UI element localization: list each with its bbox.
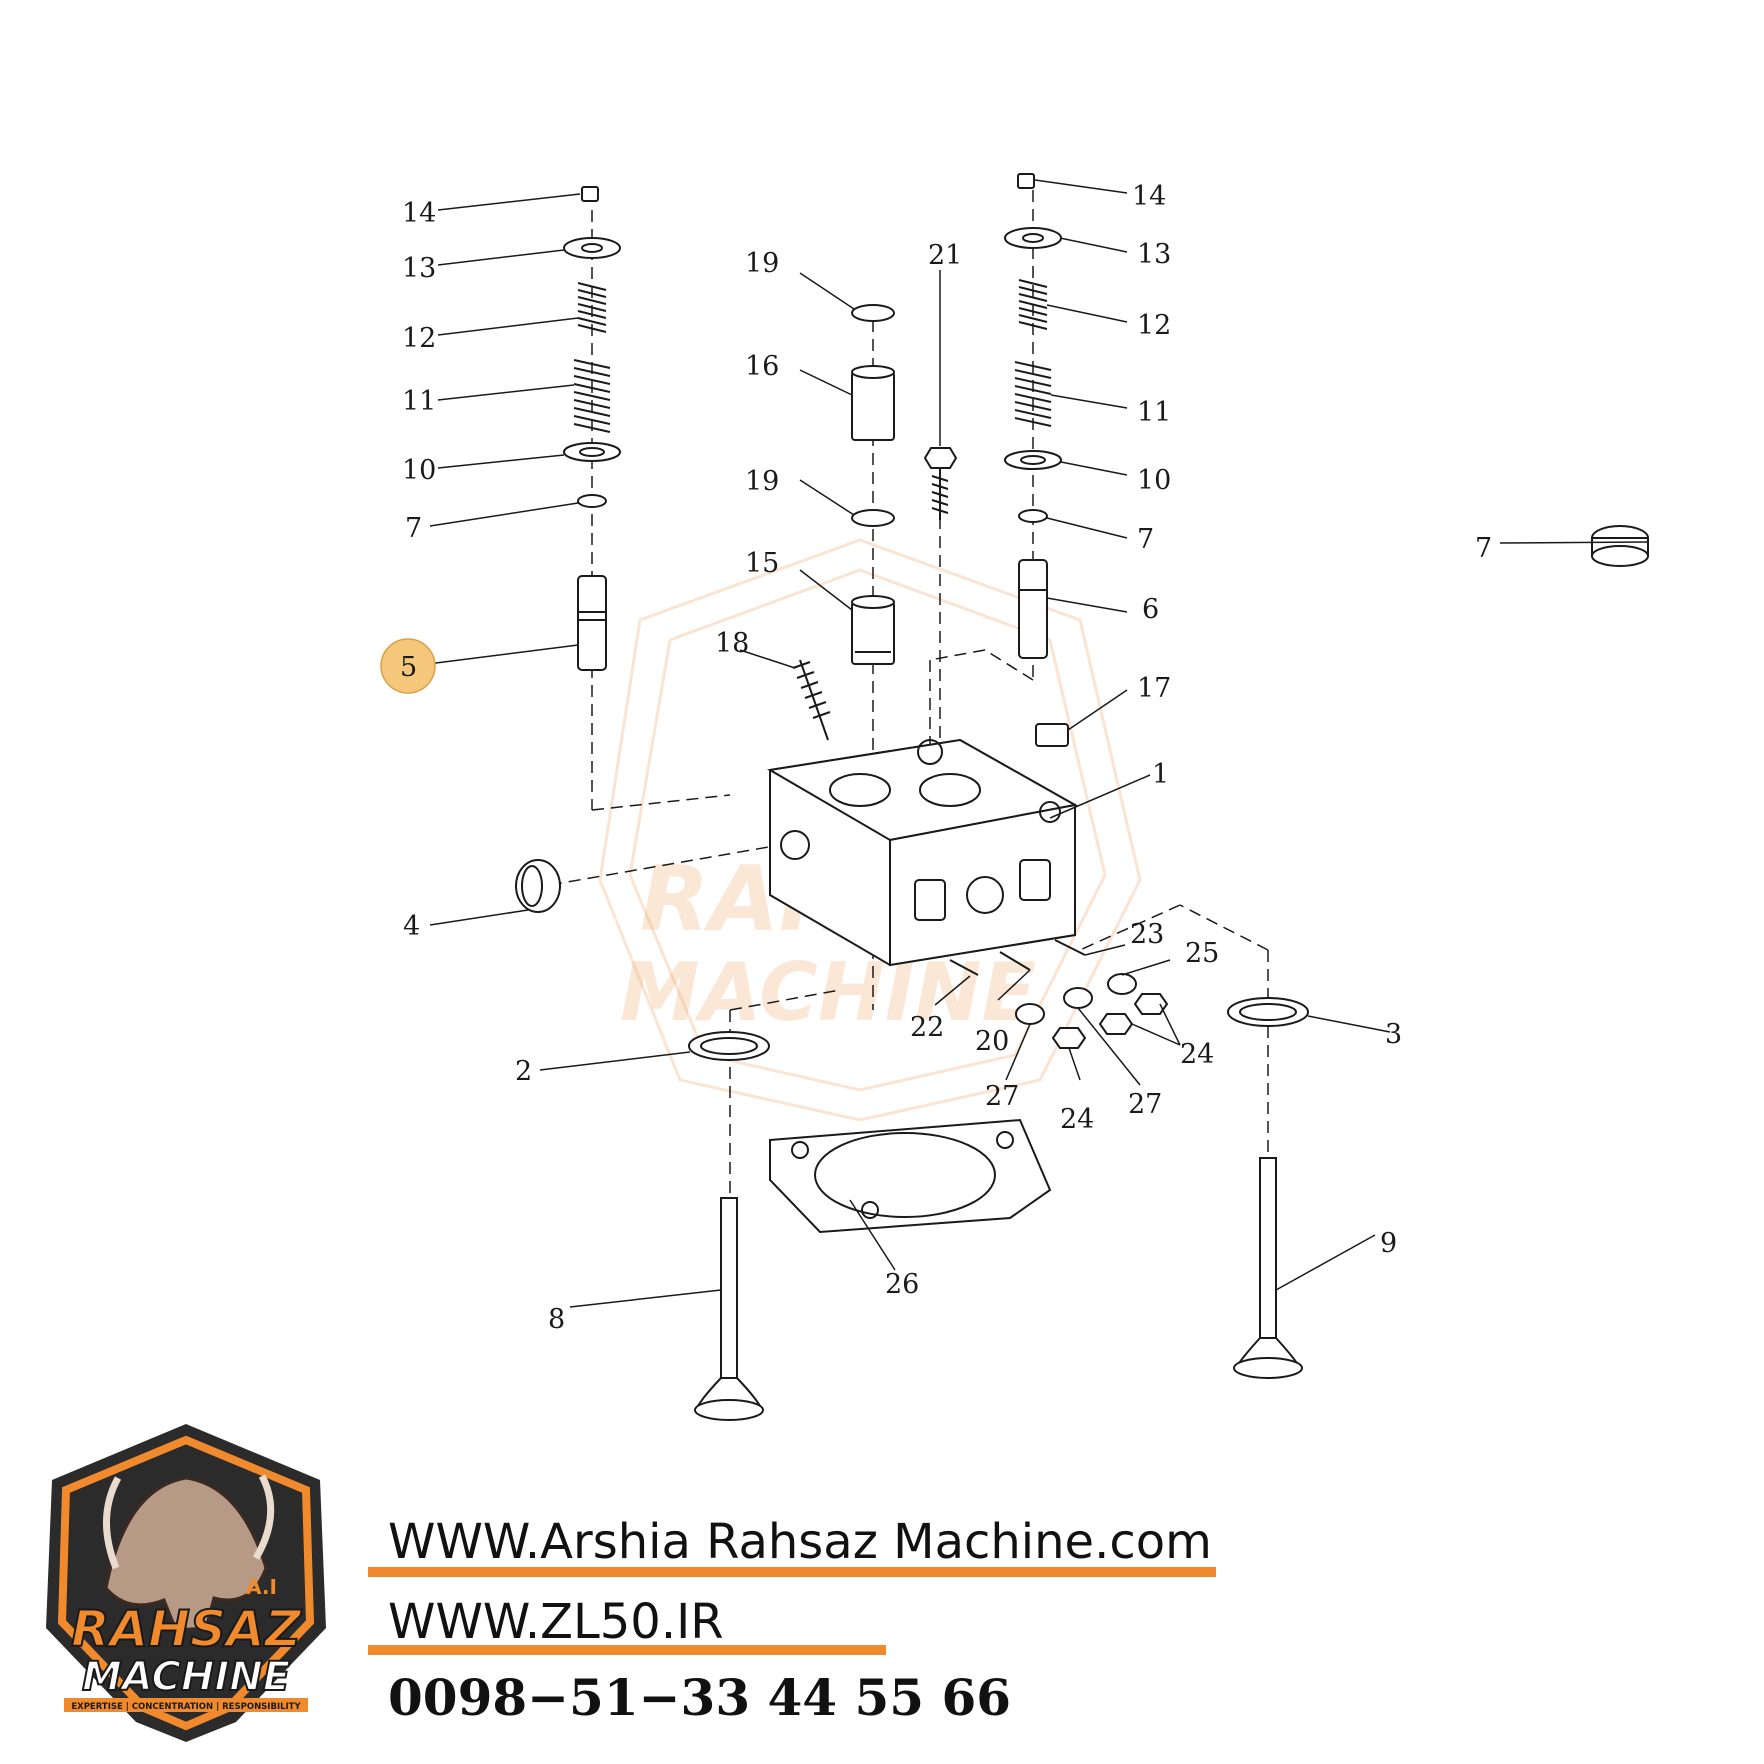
footer-website: WWW.Arshia Rahsaz Machine.com	[388, 1514, 1212, 1570]
callout-1: 1	[1152, 759, 1169, 790]
callout-17: 17	[1137, 673, 1171, 704]
callout-12-right: 12	[1137, 310, 1171, 341]
logo-initials: A.I	[246, 1575, 277, 1599]
callout-24-bottom: 24	[1060, 1104, 1094, 1135]
valves	[694, 1157, 1303, 1421]
callout-10-left: 10	[402, 455, 436, 486]
callout-8: 8	[548, 1304, 565, 1335]
callout-27-right: 27	[1128, 1089, 1162, 1120]
callout-22: 22	[910, 1012, 944, 1043]
callout-4: 4	[403, 911, 420, 942]
callout-12-left: 12	[402, 323, 436, 354]
callout-14-right: 14	[1132, 181, 1166, 212]
footer-divider-2	[368, 1645, 886, 1655]
callout-25: 25	[1185, 938, 1219, 969]
seat-rings	[515, 525, 1649, 1061]
callout-11-left: 11	[402, 386, 436, 417]
callout-7-far-right: 7	[1475, 533, 1492, 564]
logo-word-rahsaz: RAHSAZ	[71, 1600, 303, 1658]
cylinder-head	[767, 738, 1078, 967]
logo-tagline: EXPERTISE | CONCENTRATION | RESPONSIBILI…	[71, 1702, 301, 1712]
fasteners	[949, 939, 1169, 1049]
callout-24-right: 24	[1180, 1039, 1214, 1070]
callout-16: 16	[745, 351, 779, 382]
highlight-marker	[380, 638, 436, 694]
callout-13-left: 13	[402, 253, 436, 284]
rahsaz-machine-logo: A.I RAHSAZ MACHINE EXPERTISE | CONCENTRA…	[46, 1424, 326, 1742]
callout-labels: 1 2 3 4 5 6 7 7 7 8 9 10 10 11 11 12 12 …	[400, 181, 1492, 1335]
callout-23: 23	[1130, 919, 1164, 950]
callout-13-right: 13	[1137, 239, 1171, 270]
callout-26: 26	[885, 1269, 919, 1300]
callout-14-left: 14	[402, 198, 436, 229]
callout-15: 15	[745, 548, 779, 579]
leader-lines	[419, 179, 1649, 1308]
callout-5: 5	[400, 652, 417, 683]
callout-20: 20	[975, 1026, 1009, 1057]
right-valve-stack	[1004, 173, 1062, 659]
callout-19-bottom: 19	[745, 466, 779, 497]
callout-3: 3	[1385, 1019, 1402, 1050]
callout-19-top: 19	[745, 248, 779, 279]
callout-9: 9	[1380, 1228, 1397, 1259]
footer-divider-1	[368, 1567, 1216, 1577]
callout-21: 21	[928, 240, 962, 271]
callout-18: 18	[715, 628, 749, 659]
logo-word-machine: MACHINE	[82, 1654, 290, 1700]
head-gasket	[769, 1118, 1052, 1234]
callout-6: 6	[1142, 594, 1159, 625]
callout-7-right: 7	[1137, 524, 1154, 555]
callout-7-left: 7	[405, 513, 422, 544]
callout-11-right: 11	[1137, 397, 1171, 428]
left-valve-stack	[563, 186, 621, 671]
callout-27-left: 27	[985, 1081, 1019, 1112]
footer-phone: 0098−51−33 44 55 66	[388, 1668, 1012, 1727]
callout-10-right: 10	[1137, 465, 1171, 496]
callout-2: 2	[515, 1056, 532, 1087]
footer-site: WWW.ZL50.IR	[388, 1594, 724, 1650]
center-parts	[792, 304, 1069, 747]
